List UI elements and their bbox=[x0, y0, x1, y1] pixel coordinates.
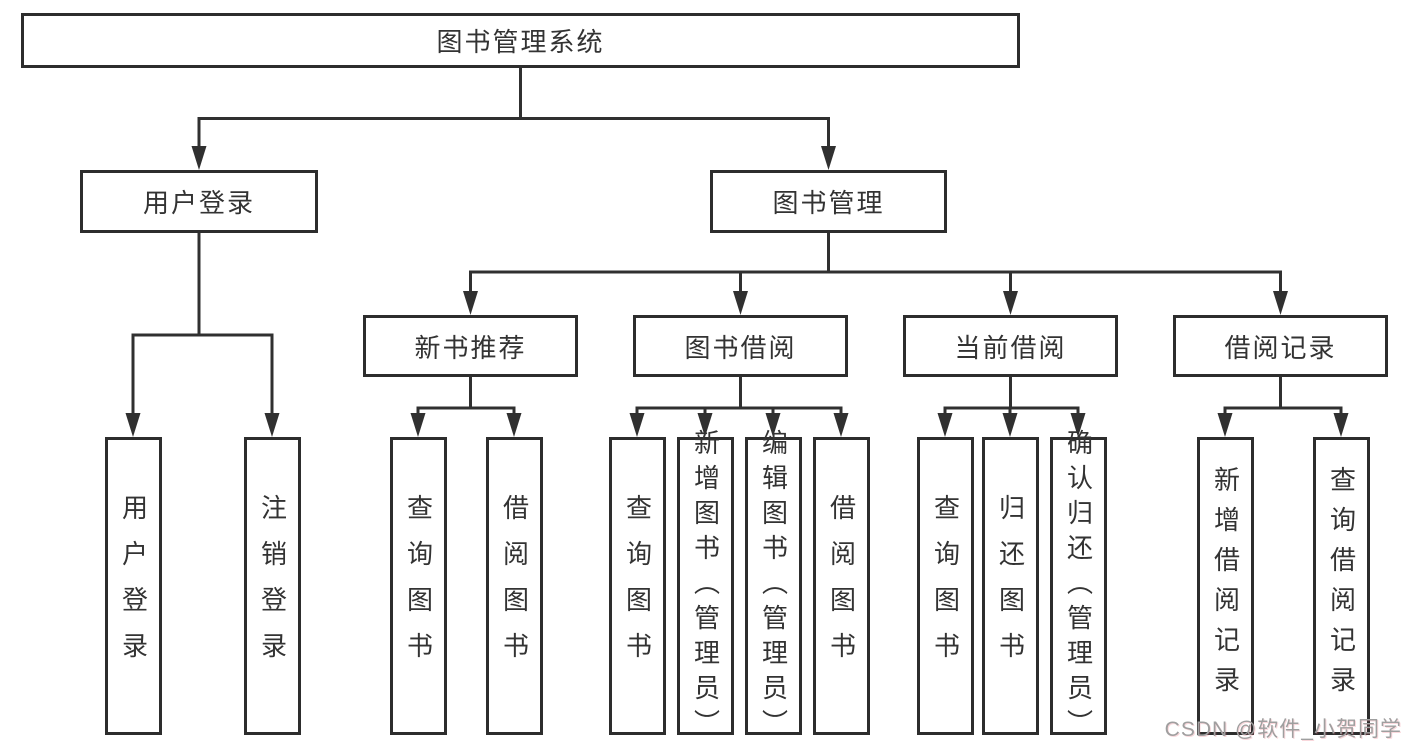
leaf-label: 查询图书 bbox=[930, 494, 961, 678]
node-library-management-system: 图书管理系统 bbox=[21, 13, 1020, 68]
node-label: 借阅记录 bbox=[1224, 332, 1337, 363]
leaf-query-books-borrow: 查询图书 bbox=[609, 437, 666, 735]
leaf-label: 新增图书（管理员） bbox=[690, 428, 721, 744]
leaf-label: 查询图书 bbox=[403, 494, 434, 678]
leaf-label: 归还图书 bbox=[995, 494, 1026, 678]
leaf-label: 确认归还（管理员） bbox=[1063, 428, 1094, 744]
leaf-return-books: 归还图书 bbox=[982, 437, 1039, 735]
node-user-login: 用户登录 bbox=[80, 170, 318, 233]
leaf-query-books-current: 查询图书 bbox=[917, 437, 974, 735]
leaf-add-borrow-record: 新增借阅记录 bbox=[1197, 437, 1254, 735]
leaf-label: 编辑图书（管理员） bbox=[758, 428, 789, 744]
node-current-borrowing: 当前借阅 bbox=[903, 315, 1118, 377]
leaf-label: 查询图书 bbox=[622, 494, 653, 678]
leaf-borrow-books: 借阅图书 bbox=[813, 437, 870, 735]
node-label: 图书管理 bbox=[772, 188, 885, 218]
node-new-book-recommendation: 新书推荐 bbox=[363, 315, 578, 377]
node-book-borrowing: 图书借阅 bbox=[633, 315, 848, 377]
leaf-label: 查询借阅记录 bbox=[1326, 466, 1357, 706]
node-label: 图书借阅 bbox=[684, 332, 797, 363]
leaf-label: 借阅图书 bbox=[826, 494, 857, 678]
csdn-watermark: CSDN @软件_小贺同学 bbox=[1164, 718, 1402, 741]
node-book-management: 图书管理 bbox=[710, 170, 947, 233]
leaf-label: 用户登录 bbox=[118, 494, 149, 678]
leaf-add-books-admin: 新增图书（管理员） bbox=[677, 429, 734, 744]
leaf-edit-books-admin: 编辑图书（管理员） bbox=[745, 429, 802, 744]
leaf-logout: 注销登录 bbox=[244, 437, 301, 735]
node-label: 用户登录 bbox=[142, 188, 255, 218]
node-label: 当前借阅 bbox=[954, 332, 1067, 363]
leaf-user-login: 用户登录 bbox=[105, 437, 162, 735]
node-label: 新书推荐 bbox=[414, 332, 527, 363]
leaf-confirm-return-admin: 确认归还（管理员） bbox=[1050, 429, 1107, 744]
leaf-query-books-recommend: 查询图书 bbox=[390, 437, 447, 735]
leaf-label: 注销登录 bbox=[257, 494, 288, 678]
arrowheads bbox=[125, 146, 1349, 437]
node-borrowing-records: 借阅记录 bbox=[1173, 315, 1388, 377]
leaf-label: 借阅图书 bbox=[499, 494, 530, 678]
leaf-query-borrow-record: 查询借阅记录 bbox=[1313, 437, 1370, 735]
node-label: 图书管理系统 bbox=[436, 27, 605, 57]
leaf-label: 新增借阅记录 bbox=[1210, 466, 1241, 706]
leaf-borrow-books-recommend: 借阅图书 bbox=[486, 437, 543, 735]
